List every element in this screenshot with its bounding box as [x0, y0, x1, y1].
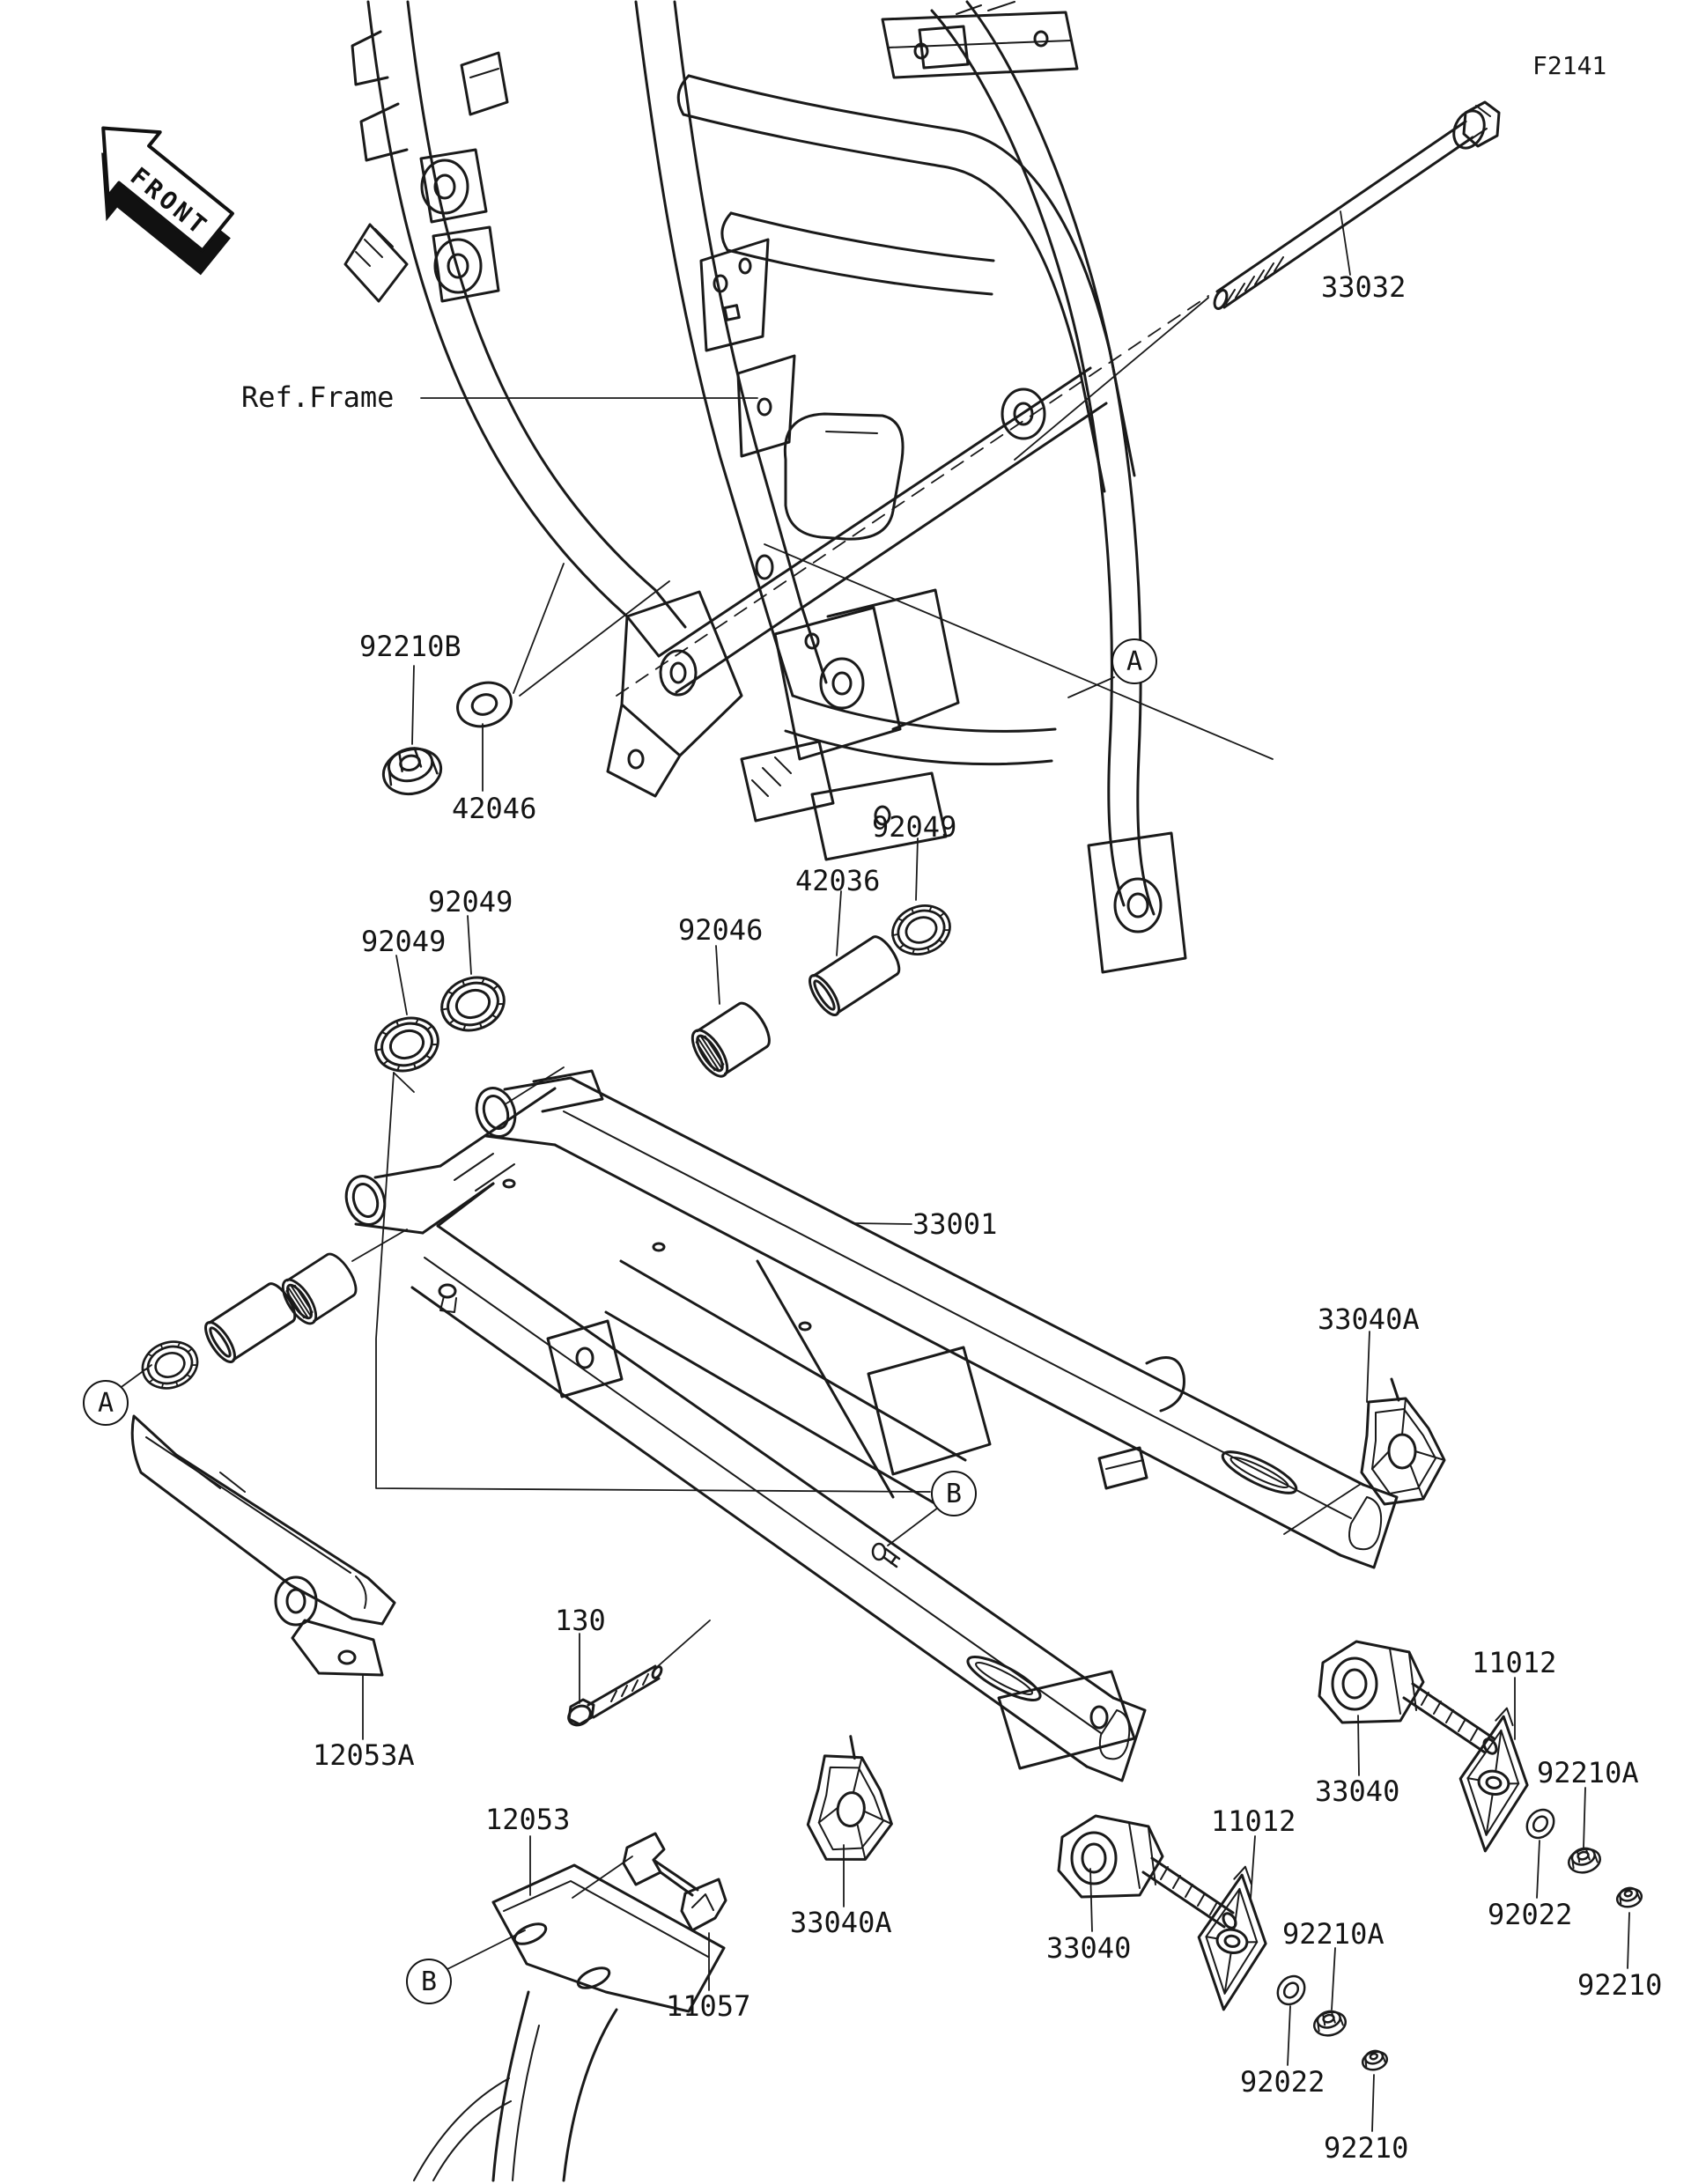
fastener-parts-drawing — [135, 675, 1645, 2074]
ref-marker-b-2: B — [931, 1471, 977, 1516]
part-label-nut-lock-right: 92210A — [1537, 1756, 1639, 1789]
part-label-guide-chain: 12053A — [313, 1738, 415, 1772]
ref-marker-b-3: B — [406, 1959, 452, 2004]
pivot-shaft-drawing — [1213, 100, 1501, 310]
part-label-bearing-needle-right: 92046 — [678, 913, 764, 947]
part-label-washer-pivot: 42046 — [452, 792, 537, 825]
part-label-adjuster-chain-left: 33040 — [1046, 1931, 1132, 1965]
part-label-cap-end-right: 11012 — [1472, 1646, 1557, 1679]
chain-guide-drawing — [130, 1414, 396, 1677]
frame-drawing — [343, 0, 1187, 974]
part-label-nut-adjuster-left: 92210 — [1324, 2131, 1409, 2165]
page-code: F2141 — [1532, 51, 1607, 80]
part-label-washer-adjuster-left: 92022 — [1240, 2065, 1325, 2099]
part-label-seal-oil-frame-left: 92049 — [361, 925, 447, 958]
bolt-130-drawing — [567, 1664, 663, 1727]
guard-holder-drawing — [622, 1832, 727, 1932]
part-label-bolt-guide: 130 — [555, 1604, 606, 1637]
part-label-seal-oil-right: 92049 — [872, 810, 957, 844]
part-label-seal-oil-frame-right: 92049 — [428, 885, 513, 919]
part-label-guard-chain: 12053 — [485, 1803, 571, 1836]
chain-guard-drawing — [413, 1863, 726, 2182]
swingarm-drawing — [344, 1069, 1399, 1782]
ref-marker-a-0: A — [1111, 638, 1157, 684]
part-label-sleeve-right: 42036 — [795, 864, 881, 897]
part-label-adjuster-plate-left: 33040A — [790, 1906, 892, 1939]
front-arrow-icon: FRONT — [101, 126, 234, 276]
part-label-holder-guard: 11057 — [666, 1989, 751, 2023]
leader-lines — [118, 210, 1630, 2132]
part-label-nut-lock-left: 92210A — [1282, 1917, 1385, 1951]
part-label-nut-flanged-pivot: 92210B — [359, 630, 462, 663]
part-label-arm-comp-swing: 33001 — [912, 1207, 998, 1241]
part-label-cap-end-left: 11012 — [1211, 1804, 1296, 1838]
part-label-washer-adjuster-right: 92022 — [1488, 1898, 1573, 1931]
ref-marker-a-1: A — [83, 1380, 129, 1426]
part-label-shaft-swing-arm: 33032 — [1321, 270, 1407, 304]
frame-reference-label: Ref.Frame — [241, 380, 395, 414]
part-label-adjuster-plate-right: 33040A — [1318, 1302, 1420, 1336]
part-label-nut-adjuster-right: 92210 — [1577, 1968, 1663, 2002]
part-label-adjuster-chain-right: 33040 — [1315, 1774, 1400, 1808]
